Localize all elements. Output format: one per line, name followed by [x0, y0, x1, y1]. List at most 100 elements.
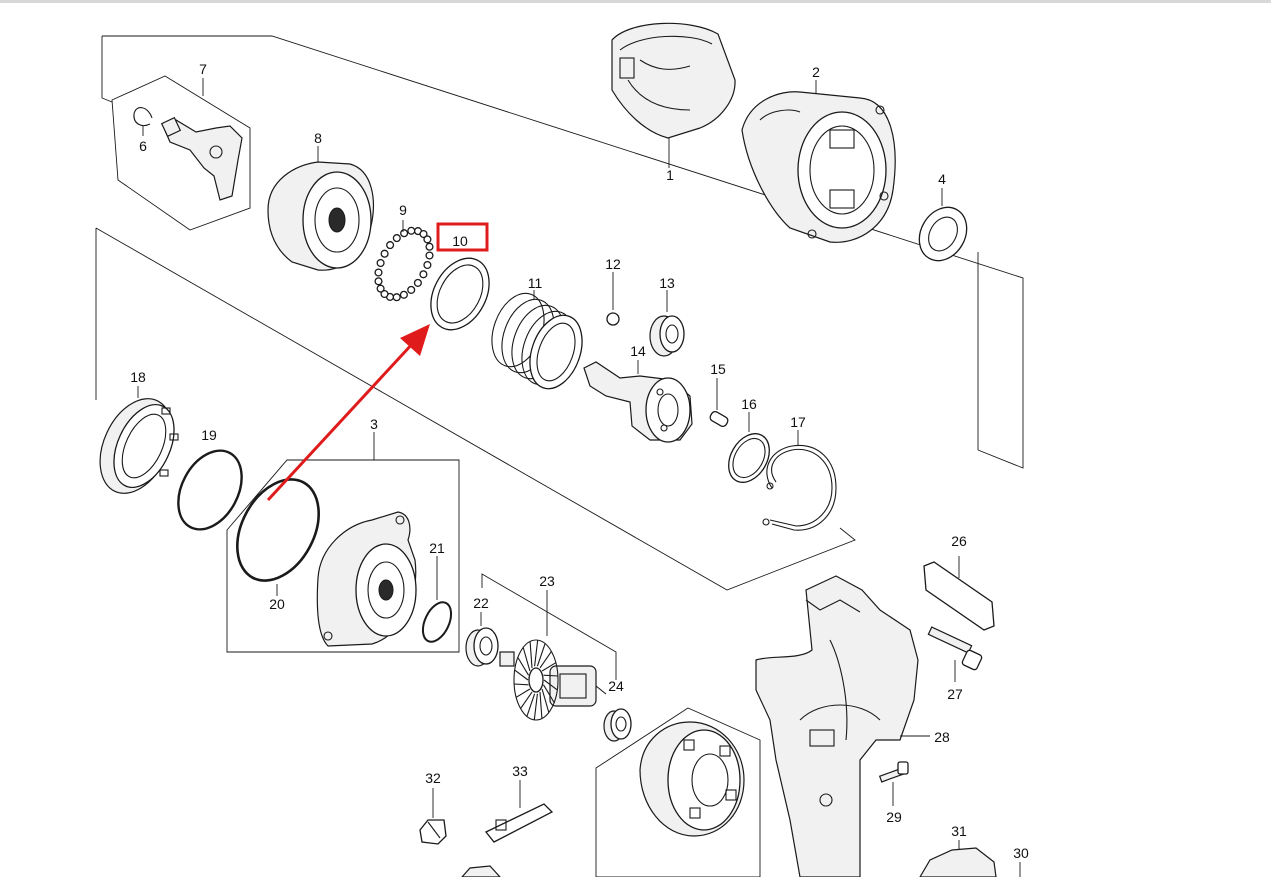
label-part-31: 31: [951, 823, 967, 839]
part-12-steel-ball: [606, 272, 620, 326]
part-4-washer: [918, 188, 968, 262]
part-20-o-ring: [236, 478, 320, 596]
anvil-subassembly-frame: [111, 75, 251, 231]
label-part-17: 17: [790, 414, 806, 430]
label-part-32: 32: [425, 770, 441, 786]
part-18-internal-gear: [99, 386, 179, 494]
fan-blade: [539, 692, 543, 719]
label-part-23: 23: [539, 573, 555, 589]
part-8-hammer: [267, 146, 374, 271]
label-part-26: 26: [951, 533, 967, 549]
part-26-label-plate: [923, 556, 995, 631]
part-28-housing: [755, 575, 930, 877]
stator-subassembly-frame: [595, 707, 761, 877]
steel-ball: [400, 229, 409, 238]
fan-blade: [514, 683, 529, 686]
part-23-rotor: [499, 590, 607, 721]
steel-ball: [386, 241, 395, 250]
fan-blade: [515, 688, 531, 698]
part-17-snap-ring: [762, 430, 837, 531]
fan-blade: [543, 674, 558, 677]
part-6-retaining-ring: [133, 107, 153, 136]
partial-part-bottom: [461, 865, 501, 877]
label-part-11: 11: [528, 275, 543, 291]
steel-ball: [374, 268, 383, 277]
fan-blade: [543, 684, 555, 703]
steel-ball: [425, 251, 434, 260]
part-number-labels: 1 2 3 4 6 7 8 9 10 11 12 13 14 15 16 17 …: [130, 61, 1029, 861]
label-part-10: 10: [452, 233, 468, 249]
steel-ball: [376, 284, 385, 293]
label-part-8: 8: [314, 130, 322, 146]
top-border: [0, 0, 1271, 3]
part-7-anvil: [160, 78, 243, 201]
steel-ball: [380, 249, 389, 258]
part-9-steel-balls: [374, 220, 434, 302]
highlight-arrow: [266, 324, 430, 502]
highlight-box-part-10: [436, 222, 489, 252]
part-11-spring: [491, 290, 583, 390]
fan-blade: [541, 688, 550, 713]
label-part-19: 19: [201, 427, 217, 443]
fan-blade: [534, 640, 539, 667]
label-part-28: 28: [934, 729, 950, 745]
upper-assembly-frame-left: [101, 36, 113, 103]
part-31-component: [919, 840, 997, 877]
label-part-29: 29: [886, 809, 902, 825]
steel-ball: [423, 235, 432, 244]
part-14-spindle: [583, 360, 693, 443]
lower-assembly-frame-diagonal: [95, 227, 856, 591]
label-part-3: 3: [370, 416, 378, 432]
part-21-o-ring: [421, 556, 453, 643]
part-15-pin: [709, 378, 729, 428]
part-33-lever: [484, 780, 554, 843]
part-1-hammer-cover: [611, 22, 736, 168]
label-part-27: 27: [947, 686, 963, 702]
part-2-gear-case: [741, 80, 896, 243]
part-29-screw: [878, 761, 909, 806]
steel-ball: [423, 260, 432, 270]
steel-ball: [407, 285, 416, 294]
steel-ball: [419, 229, 428, 239]
part-3-gear-housing: [316, 432, 417, 647]
fan-blade: [536, 643, 546, 667]
gear-housing-subassembly-frame: [226, 459, 460, 653]
label-part-12: 12: [605, 256, 621, 272]
part-19-o-ring: [177, 449, 243, 531]
part-13-bearing: [649, 290, 685, 357]
part-22-ball-bearing: [465, 612, 499, 667]
label-part-14: 14: [630, 343, 646, 359]
label-part-16: 16: [741, 396, 757, 412]
steel-ball: [374, 277, 383, 286]
label-part-1: 1: [666, 167, 674, 183]
upper-assembly-frame: [102, 35, 1024, 469]
steel-ball: [419, 270, 428, 279]
fan-blade: [539, 651, 552, 669]
label-part-9: 9: [399, 202, 407, 218]
label-part-2: 2: [812, 64, 820, 80]
stator: [639, 721, 745, 837]
fan-blade: [541, 662, 557, 672]
label-part-7: 7: [199, 61, 207, 77]
steel-ball: [425, 242, 434, 251]
fan-blade: [529, 641, 533, 668]
steel-ball: [376, 258, 385, 268]
label-part-6: 6: [139, 138, 147, 154]
fan-blade: [543, 679, 558, 691]
fan-blade: [517, 657, 529, 676]
label-part-24: 24: [608, 678, 624, 694]
rotor-bracket: [481, 573, 617, 680]
steel-ball: [380, 289, 389, 299]
part-24-ball-bearing: [603, 708, 632, 742]
fan-blade: [514, 669, 529, 681]
part-32-terminal: [419, 788, 447, 845]
steel-ball: [392, 234, 401, 243]
fan-blade: [526, 693, 536, 717]
fan-blade: [522, 647, 531, 672]
label-part-13: 13: [659, 275, 675, 291]
label-part-22: 22: [473, 595, 489, 611]
label-part-15: 15: [710, 361, 726, 377]
part-27-screw: [927, 626, 983, 682]
part-16-o-ring: [728, 412, 770, 483]
label-part-4: 4: [938, 171, 946, 187]
